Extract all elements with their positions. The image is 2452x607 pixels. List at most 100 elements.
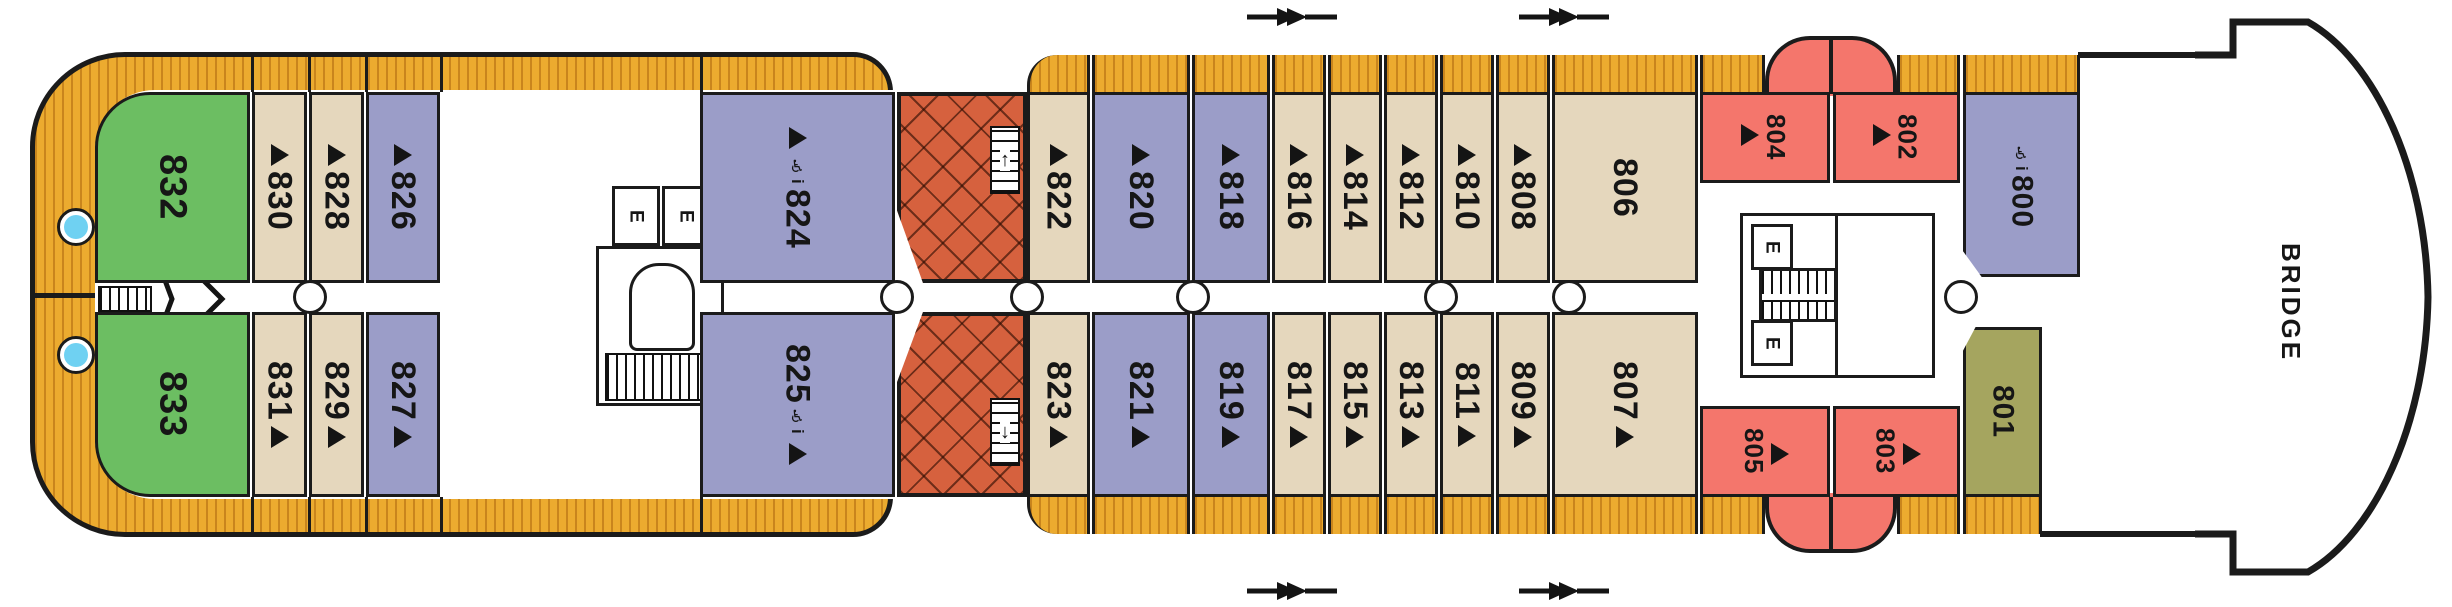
cabin-number: 833 (151, 371, 194, 438)
cabin-label: 825♿i (779, 344, 817, 466)
balcony-strip (1700, 55, 1765, 92)
cabin-823: 823 (1027, 312, 1090, 497)
berth-triangle-icon (1514, 144, 1532, 167)
corridor-bump (1010, 280, 1044, 314)
cabin-number: 815 (1336, 361, 1374, 421)
cabin-label: 820 (1122, 144, 1160, 231)
berth-triangle-icon (1902, 442, 1921, 465)
cabin-number: 831 (260, 361, 299, 421)
berth-triangle-icon (327, 144, 346, 167)
balcony-strip (1328, 55, 1382, 92)
cabin-label: 818 (1212, 144, 1250, 231)
berth-triangle-icon (1872, 123, 1891, 146)
cabin-label: 815 (1336, 361, 1374, 448)
hull-line-top (2078, 52, 2205, 58)
teak-divider (700, 497, 703, 534)
cabin-818: 818 (1192, 92, 1270, 283)
cabin-label: 822 (1039, 144, 1078, 231)
berth-triangle-icon (788, 443, 807, 466)
cabin-819: 819 (1192, 312, 1270, 497)
hot-tub-water-icon (64, 215, 88, 239)
cabin-number: 806 (1606, 157, 1644, 218)
balcony-strip (1440, 55, 1494, 92)
cabin-number: 830 (260, 171, 299, 231)
cabin-number: 805 (1739, 428, 1769, 475)
cabin-label: 813 (1392, 361, 1430, 448)
cabin-831: 831 (252, 312, 307, 497)
berth-triangle-icon (1132, 425, 1150, 448)
cabin-label: 805 (1739, 428, 1789, 475)
cabin-label: 823 (1039, 361, 1078, 448)
cabin-number: 827 (384, 361, 422, 421)
cabin-number: 802 (1892, 114, 1923, 161)
teak-divider (365, 55, 368, 92)
teak-divider (700, 55, 703, 92)
berth-triangle-icon (394, 425, 412, 448)
elevator-label: E (1761, 336, 1783, 350)
balcony-strip (1092, 497, 1190, 534)
berth-triangle-icon (394, 144, 412, 167)
cabin-815: 815 (1328, 312, 1382, 497)
cabin-label: 826 (384, 144, 422, 231)
cabin-number: 823 (1039, 361, 1078, 421)
bridge-label: BRIDGE (2276, 243, 2306, 363)
cabin-833: 833 (95, 312, 250, 497)
balcony-strip (1272, 55, 1326, 92)
cabin-813: 813 (1384, 312, 1438, 497)
watertight-door-marker (1247, 6, 1337, 28)
cabin-label: 801 (1987, 385, 2020, 438)
balcony-strip (1496, 497, 1550, 534)
berth-triangle-icon (1049, 425, 1068, 448)
cabin-label: 811 (1448, 362, 1486, 447)
berth-triangle-icon (1458, 424, 1476, 447)
cabin-828: 828 (309, 92, 364, 283)
corridor-bump (1944, 280, 1978, 314)
cabin-label: 832 (152, 154, 194, 220)
balcony-strip (1496, 55, 1550, 92)
cabin-number: 821 (1122, 361, 1160, 421)
cabin-number: 812 (1392, 171, 1430, 231)
cabin-label: 809 (1504, 361, 1542, 448)
forward-lobby: E E (1740, 213, 1935, 378)
cabin-number: 826 (384, 171, 422, 231)
suite-divider-line (1829, 497, 1833, 549)
cabin-label: 821 (1122, 361, 1160, 448)
elevator-label: E (625, 209, 647, 223)
cabin-830: 830 (252, 92, 307, 283)
accessible-icon: ♿i (788, 156, 807, 186)
balcony-strip (1963, 55, 2080, 92)
cabin-814: 814 (1328, 92, 1382, 283)
hot-tub (57, 208, 95, 246)
cabin-801: 801 (1963, 327, 2042, 497)
teak-divider (365, 497, 368, 534)
hull-line-bottom (2040, 531, 2205, 537)
balcony-strip (1027, 55, 1090, 92)
balcony-strip (1192, 497, 1270, 534)
stairs-up-icon: ↑ (990, 126, 1020, 194)
accessible-icon: ♿i (788, 406, 807, 436)
aft-stair-core (629, 263, 695, 351)
cabin-829: 829 (309, 312, 364, 497)
balcony-strip (1272, 497, 1326, 534)
cabin-number: 819 (1212, 361, 1250, 421)
corridor-bump (293, 280, 327, 314)
stairs-down-icon: ↓ (990, 398, 1020, 466)
cabin-label: 802 (1872, 114, 1923, 161)
berth-triangle-icon (270, 144, 289, 167)
cabin-number: 822 (1039, 171, 1078, 231)
cabin-number: 818 (1212, 171, 1250, 231)
berth-triangle-icon (1741, 123, 1759, 146)
cabin-826: 826 (366, 92, 440, 283)
watertight-door-marker (1519, 580, 1609, 602)
cabin-810: 810 (1440, 92, 1494, 283)
cabin-803: 803 (1833, 406, 1960, 497)
cabin-number: 803 (1870, 428, 1901, 475)
cabin-label: 831 (260, 361, 299, 448)
cabin-817: 817 (1272, 312, 1326, 497)
berth-triangle-icon (1222, 144, 1240, 167)
teak-divider (251, 497, 254, 534)
berth-triangle-icon (1222, 425, 1240, 448)
aft-elevator: E (612, 186, 660, 246)
stern-deck-divider (33, 293, 97, 298)
